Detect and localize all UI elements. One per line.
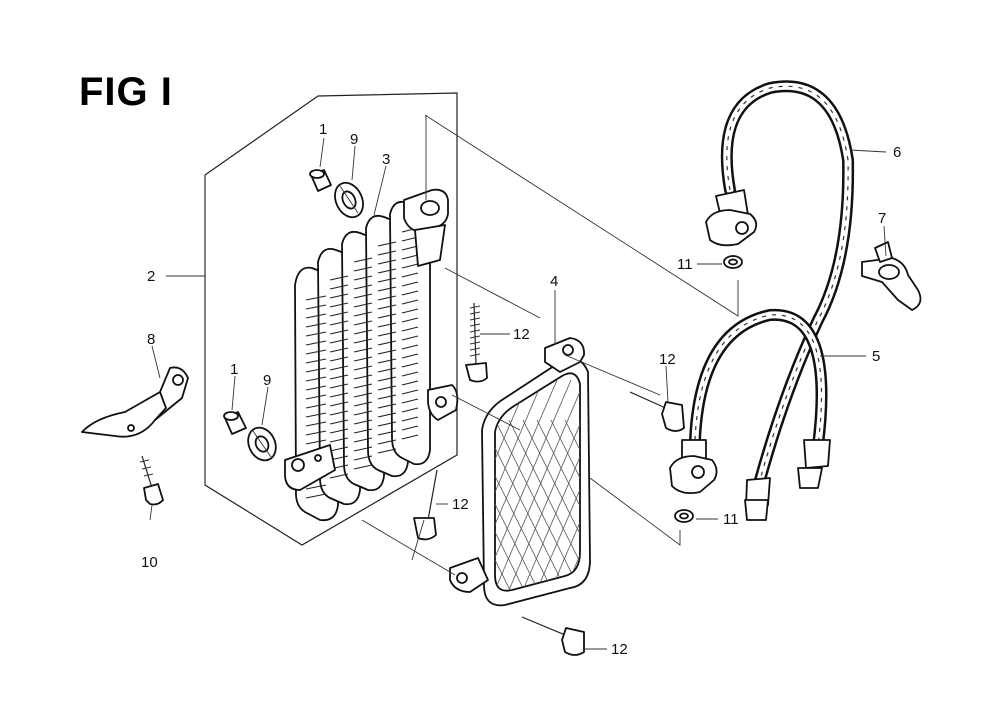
assembly-outline xyxy=(204,92,458,546)
callout-8: 8 xyxy=(147,331,155,348)
grommet-upper xyxy=(334,181,364,219)
mounting-bracket xyxy=(81,366,189,438)
callout-4: 4 xyxy=(550,273,558,290)
oil-hose-5 xyxy=(669,308,831,495)
callout-9-lower: 9 xyxy=(263,372,271,389)
oil-hose-6 xyxy=(705,80,855,521)
callout-7: 7 xyxy=(878,210,886,227)
callout-9-upper: 9 xyxy=(350,131,358,148)
hose-clamp xyxy=(861,241,922,311)
collar-lower xyxy=(223,411,247,435)
bolt-12-middle xyxy=(629,391,685,432)
callout-1-upper: 1 xyxy=(319,121,327,138)
callout-12-middle: 12 xyxy=(659,351,676,368)
bolt-12-bottom xyxy=(521,616,585,656)
callout-1-lower: 1 xyxy=(230,361,238,378)
bolt-12-lower xyxy=(413,469,438,541)
callout-10: 10 xyxy=(141,554,158,571)
callout-12-lower: 12 xyxy=(452,496,469,513)
callout-2: 2 xyxy=(147,268,155,285)
sealing-washer-upper xyxy=(723,255,743,269)
guide-lines xyxy=(361,114,739,576)
collar-upper xyxy=(309,169,332,192)
bolt-12-upper xyxy=(465,302,488,383)
figure-title: FIG I xyxy=(79,70,173,114)
callout-6: 6 xyxy=(893,144,901,161)
callout-5: 5 xyxy=(872,348,880,365)
radiator-guard xyxy=(449,337,591,607)
callout-11-lower: 11 xyxy=(723,511,739,528)
oil-cooler-core xyxy=(284,188,459,522)
sealing-washer-lower xyxy=(674,509,694,523)
bolt-10 xyxy=(139,455,164,506)
callout-12-bottom: 12 xyxy=(611,641,628,658)
grommet-lower xyxy=(247,426,277,462)
callout-11-upper: 11 xyxy=(677,256,693,273)
callout-12-upper: 12 xyxy=(513,326,530,343)
callout-labels: 1 9 3 2 1 9 8 10 12 4 12 12 12 6 7 11 5 … xyxy=(141,121,901,658)
callout-3: 3 xyxy=(382,151,390,168)
leader-lines xyxy=(149,137,887,650)
